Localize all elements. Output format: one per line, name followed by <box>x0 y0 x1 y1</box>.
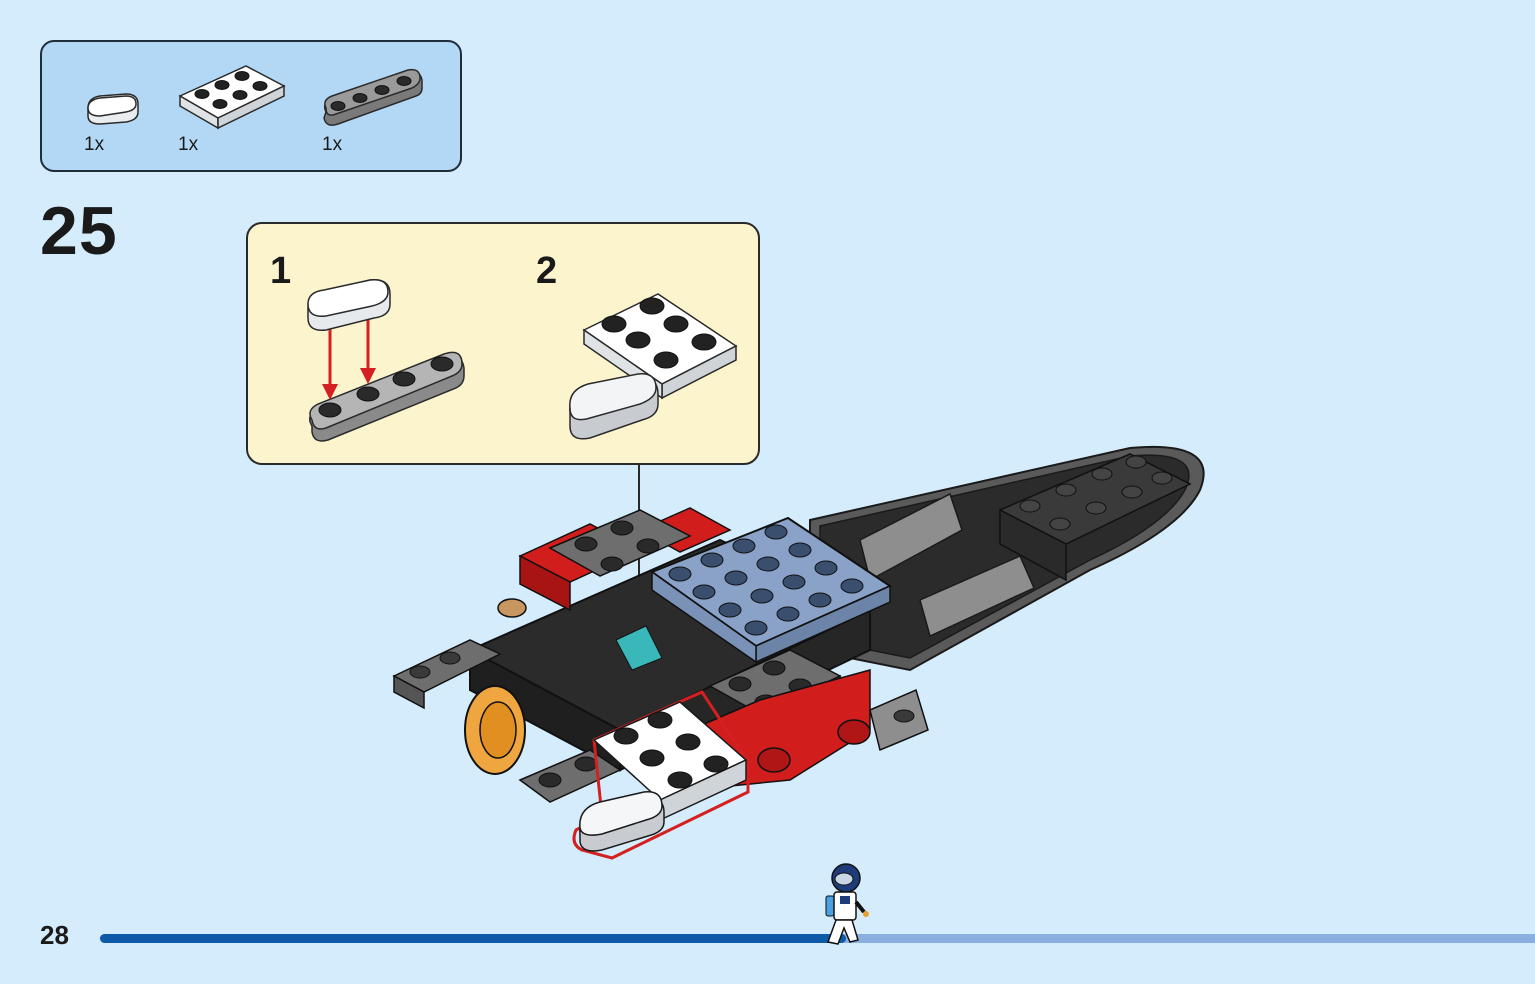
progress-bar-fill <box>100 934 847 943</box>
subassembly-panel: 1 2 <box>246 222 760 465</box>
tile-1x2-rounded-white-icon <box>87 93 139 125</box>
page-number: 28 <box>40 920 69 950</box>
plate-1x4-rounded-gray-icon <box>323 68 423 126</box>
main-model-illustration <box>392 445 1205 860</box>
part-qty-2: 1x <box>178 134 199 155</box>
progress-bar <box>100 934 1535 943</box>
part-qty-3: 1x <box>322 134 343 155</box>
substep-2-illustration <box>569 293 738 440</box>
substep-number-2: 2 <box>536 250 558 292</box>
substep-1-illustration <box>307 279 465 442</box>
part-qty-1: 1x <box>84 134 105 155</box>
minifigure-astronaut-icon <box>825 863 870 945</box>
substep-number-1: 1 <box>270 250 292 292</box>
parts-list-panel: 1x 1x 1x <box>40 40 462 172</box>
step-number: 25 <box>40 193 118 269</box>
plate-2x3-white-icon <box>178 65 286 130</box>
